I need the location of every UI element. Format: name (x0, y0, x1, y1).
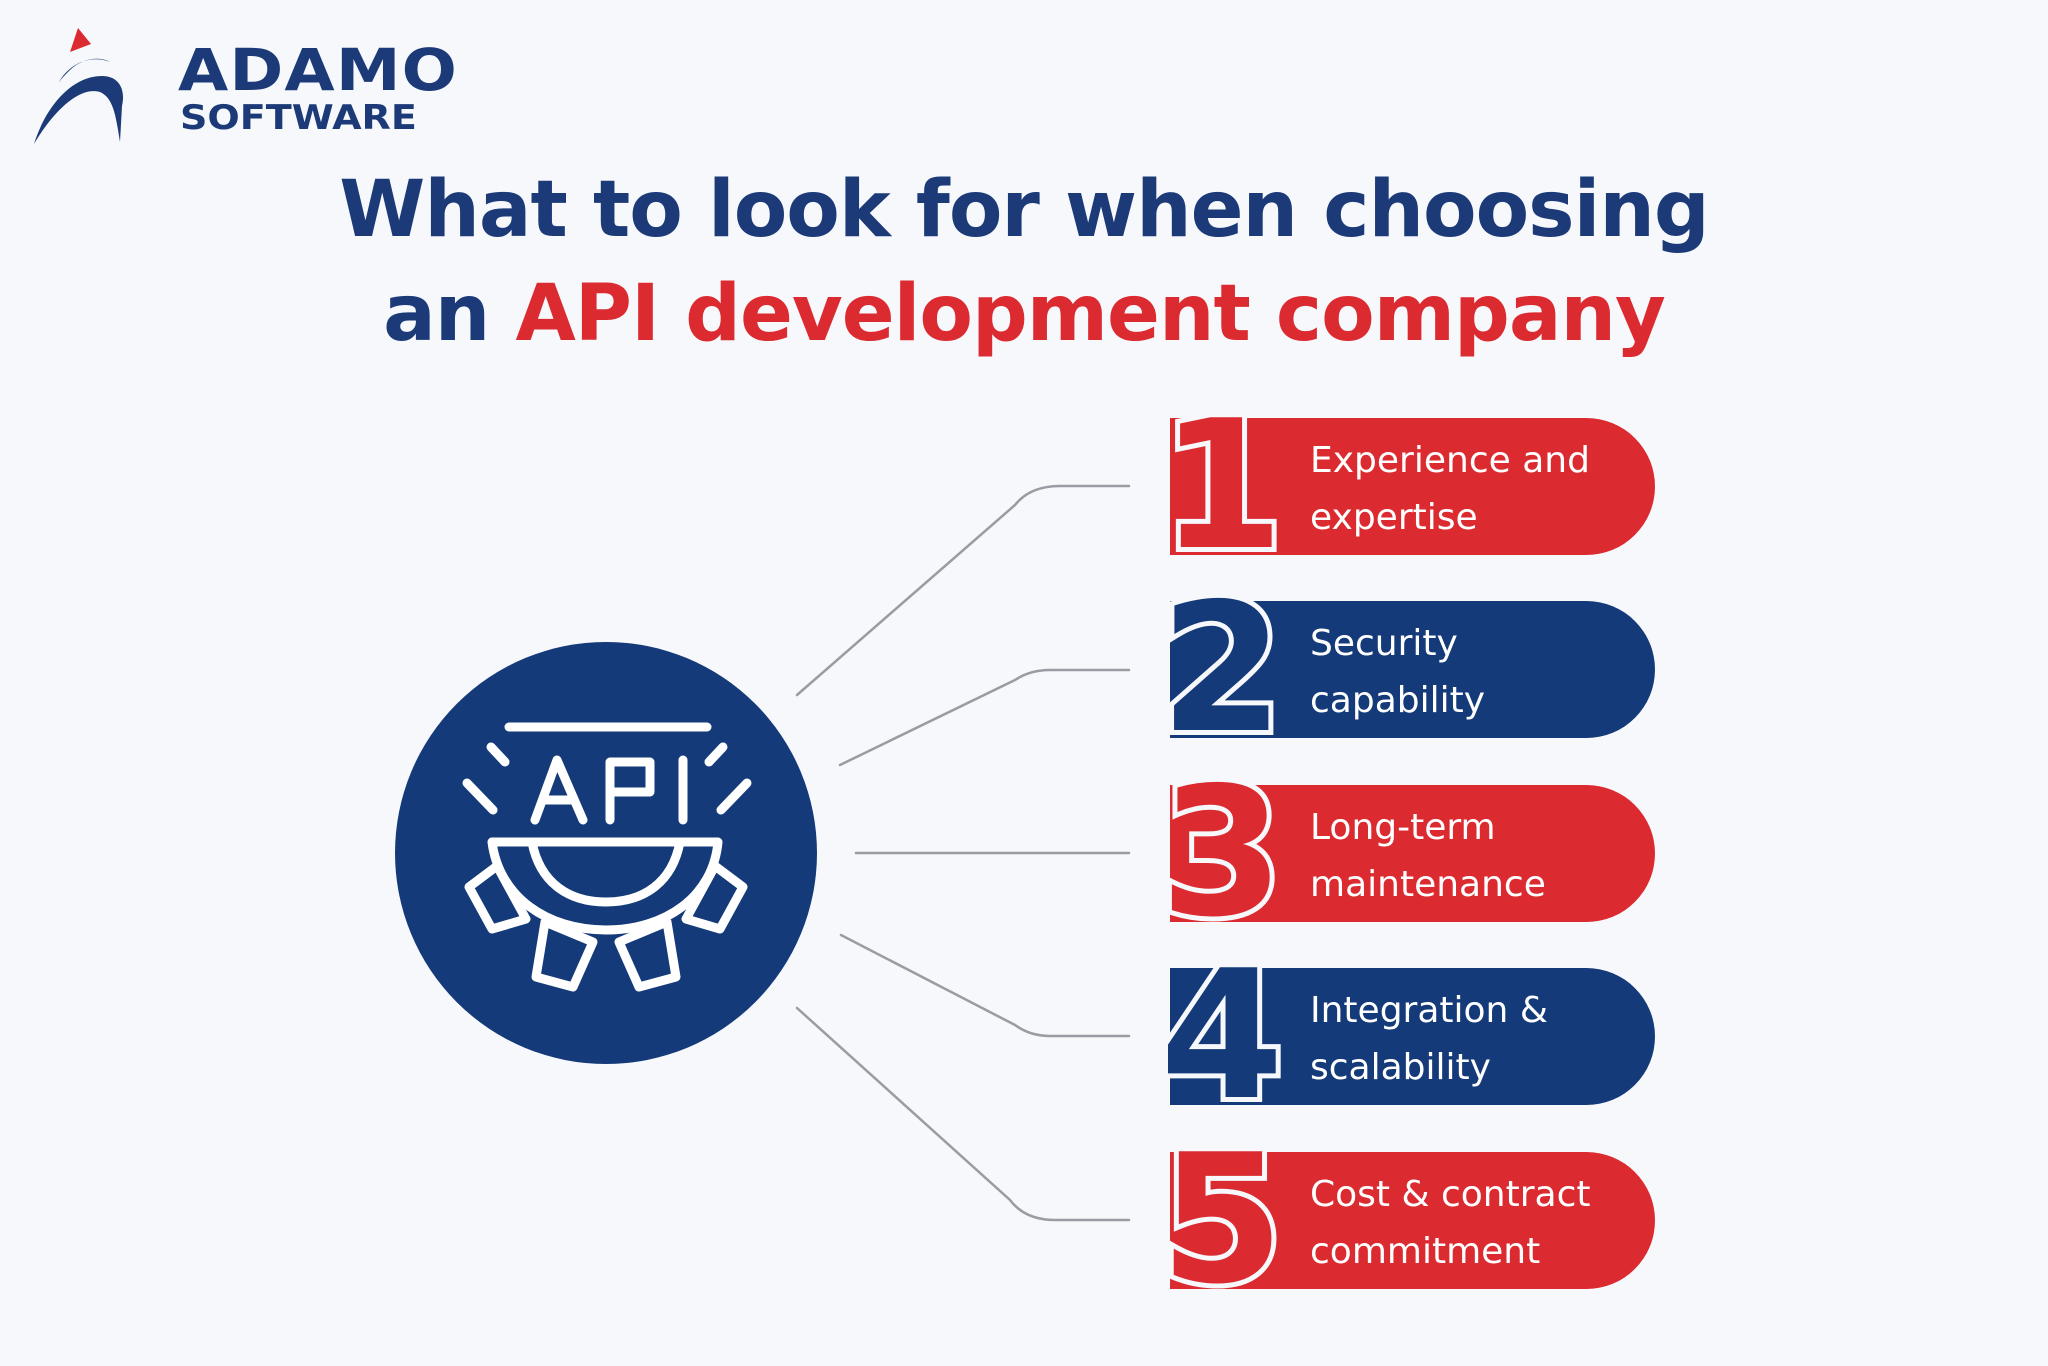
criteria-item-2: 2 Security capability (1155, 575, 1655, 763)
criteria-item-1: 1 Experience and expertise (1155, 392, 1655, 580)
pill-1 (1170, 418, 1655, 555)
brand-subname: SOFTWARE (180, 98, 417, 138)
api-gear-icon (462, 722, 752, 992)
item-number-3: 3 (1155, 749, 1289, 956)
page-title-line-2: an API development company (0, 262, 2048, 366)
item-number-2: 2 (1155, 565, 1289, 772)
item-label-5: Cost & contract commitment (1310, 1174, 1591, 1272)
item-label-4: Integration & scalability (1310, 990, 1548, 1088)
pill-3 (1170, 785, 1655, 922)
title-prefix: an (383, 269, 490, 359)
adamo-logo-mark-icon (34, 28, 124, 144)
title-accent: API development company (515, 269, 1665, 359)
page-title-line-1: What to look for when choosing (339, 165, 1709, 255)
pill-5 (1170, 1152, 1655, 1289)
criteria-item-4: 4 Integration & scalability (1155, 942, 1655, 1130)
connector-1 (795, 484, 1131, 697)
item-label-3: Long-term maintenance (1310, 807, 1546, 905)
item-number-1: 1 (1155, 382, 1289, 589)
item-number-5: 5 (1155, 1116, 1289, 1323)
pill-4 (1170, 968, 1655, 1105)
brand-name: ADAMO (178, 36, 458, 104)
pill-2 (1170, 601, 1655, 738)
brand-logo: ADAMO SOFTWARE (30, 26, 457, 146)
item-label-2: Security capability (1310, 623, 1486, 721)
item-label-1: Experience and expertise (1310, 440, 1590, 538)
criteria-item-5: 5 Cost & contract commitment (1155, 1126, 1655, 1314)
api-hub-circle (395, 642, 817, 1064)
connector-4 (839, 933, 1131, 1038)
connector-2 (838, 668, 1131, 767)
item-number-4: 4 (1155, 932, 1289, 1139)
connector-5 (795, 1006, 1131, 1222)
criteria-item-3: 3 Long-term maintenance (1155, 759, 1655, 947)
